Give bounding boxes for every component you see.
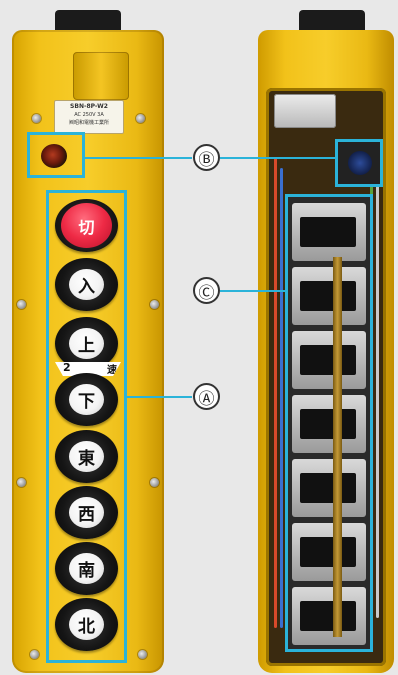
leader-line-c [220, 290, 285, 292]
hanger-bracket [73, 52, 129, 100]
terminal-block-highlight [285, 194, 373, 652]
maker-text: ㈱昭和電機工業所 [68, 120, 109, 126]
model-label-plate: SBN-8P-W2 AC 250V 3A ㈱昭和電機工業所 [54, 100, 124, 134]
button-east[interactable]: 東 [55, 430, 118, 483]
wire-blue [280, 168, 283, 628]
button-north-cap: 北 [69, 609, 104, 640]
switch-contact-block [292, 267, 366, 325]
button-down[interactable]: 下 [55, 373, 118, 426]
pilot-lamp [41, 144, 67, 168]
speed-number: 2 [63, 361, 71, 374]
screw-icon [32, 114, 41, 123]
switch-contact-block [292, 587, 366, 645]
switch-contact-block [292, 395, 366, 453]
leader-line-b-left [85, 157, 192, 159]
emergency-stop-button[interactable]: 切 [55, 199, 118, 252]
leader-line-a [127, 396, 192, 398]
common-bus-bar [333, 257, 342, 637]
push-button-group: 切 入 上 2 速 下 東 西 南 北 [46, 190, 127, 663]
button-up-cap: 上 [69, 328, 104, 359]
screw-icon [17, 478, 26, 487]
switch-contact-block [292, 203, 366, 261]
button-south-cap: 南 [69, 553, 104, 584]
cable-entry-highlight [335, 139, 383, 187]
leader-line-b-right [220, 157, 335, 159]
wire-white [376, 178, 379, 618]
screw-icon [17, 300, 26, 309]
rating-text: AC 250V 3A [74, 112, 104, 118]
screw-icon [30, 650, 39, 659]
switch-contact-block [292, 523, 366, 581]
callout-c: Ⓒ [193, 277, 220, 304]
wire-red [274, 158, 277, 628]
button-west-cap: 西 [69, 497, 104, 528]
callout-a: Ⓐ [193, 383, 220, 410]
screw-icon [150, 300, 159, 309]
emergency-stop-cap: 切 [61, 203, 112, 248]
cable-entry [348, 151, 372, 175]
two-speed-label: 2 速 [55, 362, 121, 376]
screw-icon [136, 114, 145, 123]
button-north[interactable]: 北 [55, 598, 118, 651]
button-on[interactable]: 入 [55, 258, 118, 311]
switch-contact-block [292, 331, 366, 389]
switch-contact-block [292, 459, 366, 517]
internal-bracket [274, 94, 336, 128]
pilot-lamp-highlight [27, 132, 85, 178]
button-down-cap: 下 [69, 384, 104, 415]
model-number: SBN-8P-W2 [70, 103, 108, 110]
button-east-cap: 東 [69, 441, 104, 472]
button-up[interactable]: 上 [55, 317, 118, 370]
button-west[interactable]: 西 [55, 486, 118, 539]
screw-icon [150, 478, 159, 487]
button-south[interactable]: 南 [55, 542, 118, 595]
screw-icon [138, 650, 147, 659]
speed-word: 速 [107, 365, 117, 376]
callout-b: Ⓑ [193, 144, 220, 171]
button-on-cap: 入 [69, 269, 104, 300]
